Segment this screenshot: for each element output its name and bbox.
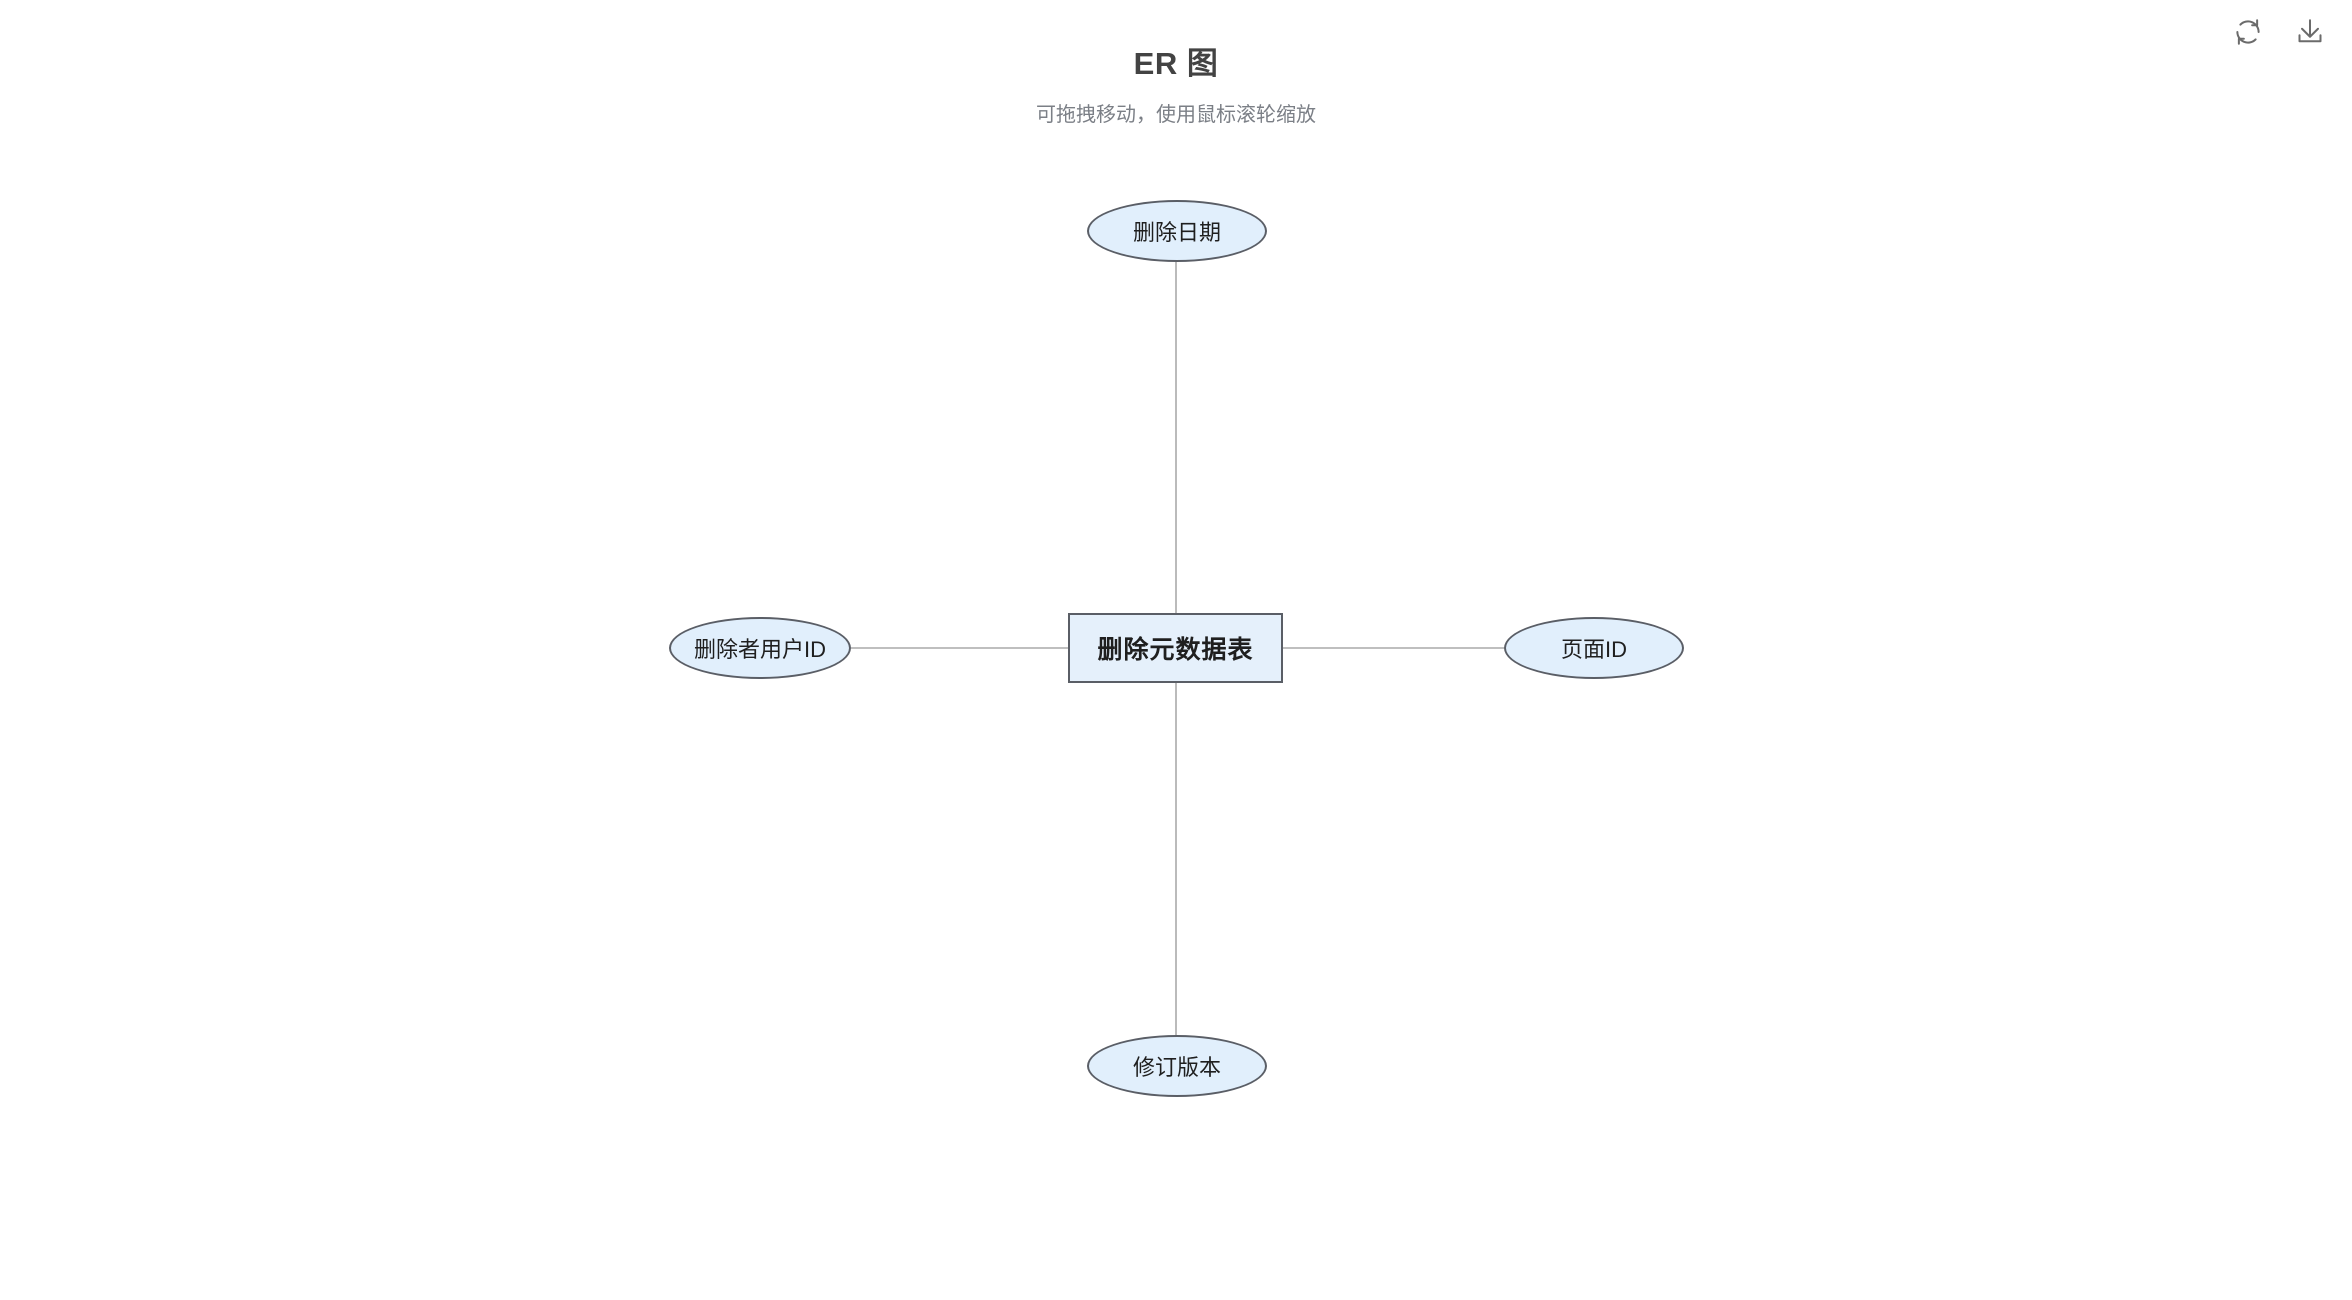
entity-node-main[interactable]: 删除元数据表	[1068, 613, 1283, 683]
page-title: ER 图	[1133, 46, 1219, 81]
er-diagram-canvas[interactable]: 删除元数据表 删除日期 删除者用户ID 页面ID 修订版本	[0, 140, 2352, 1300]
refresh-button[interactable]	[2228, 12, 2268, 52]
attribute-node-revision[interactable]: 修订版本	[1087, 1035, 1267, 1097]
toolbar	[2228, 12, 2330, 52]
attribute-node-label: 修订版本	[1132, 1055, 1221, 1080]
attribute-node-deleter-user-id[interactable]: 删除者用户ID	[669, 617, 851, 679]
attribute-node-delete-date[interactable]: 删除日期	[1087, 200, 1267, 262]
diagram-header: ER 图 可拖拽移动，使用鼠标滚轮缩放	[0, 0, 2352, 140]
refresh-icon	[2233, 17, 2263, 47]
attribute-node-page-id[interactable]: 页面ID	[1504, 617, 1684, 679]
edge-layer	[851, 262, 1504, 1035]
download-icon	[2295, 17, 2325, 47]
page-subtitle-hint: 可拖拽移动，使用鼠标滚轮缩放	[1036, 104, 1316, 126]
attribute-node-label: 删除者用户ID	[693, 637, 826, 662]
download-button[interactable]	[2290, 12, 2330, 52]
attribute-node-label: 页面ID	[1560, 637, 1627, 662]
entity-node-label: 删除元数据表	[1097, 636, 1254, 664]
attribute-node-label: 删除日期	[1132, 220, 1221, 245]
